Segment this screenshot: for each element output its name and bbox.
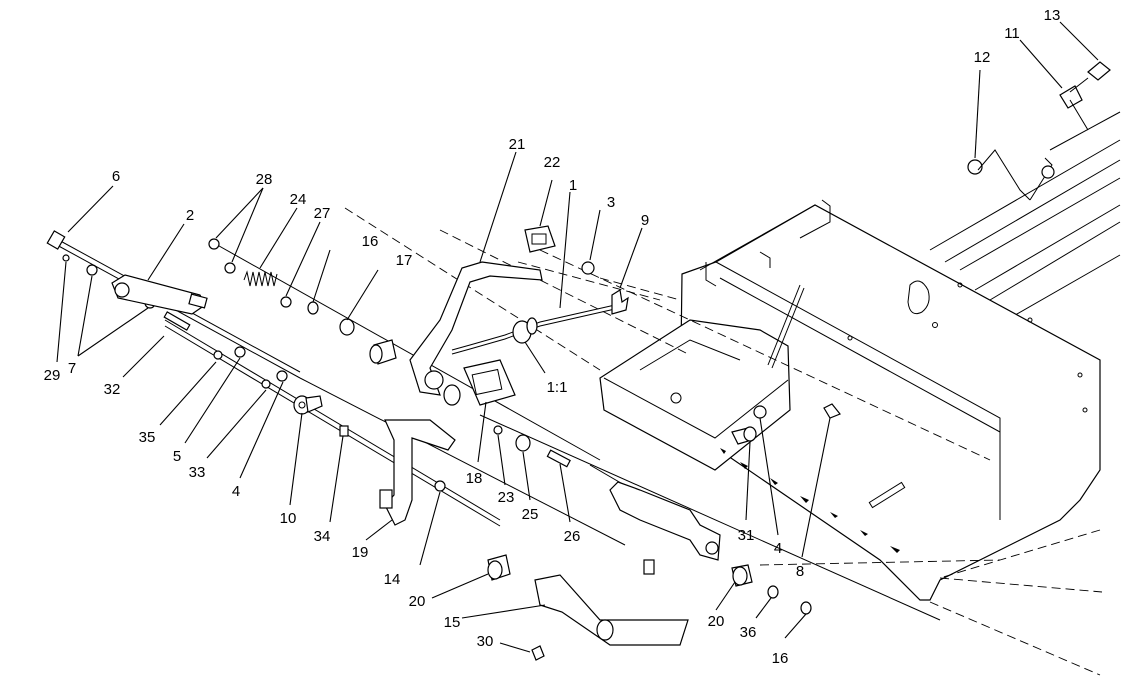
callout-1-1: 1:1	[547, 379, 568, 396]
callout-4-right: 4	[774, 540, 782, 557]
callout-24: 24	[290, 191, 307, 208]
callout-7: 7	[68, 360, 76, 377]
callout-1: 1	[569, 177, 577, 194]
parts	[46, 61, 1111, 661]
callout-28: 28	[256, 171, 273, 188]
callout-32: 32	[104, 381, 121, 398]
callout-29: 29	[44, 367, 61, 384]
callout-22: 22	[544, 154, 561, 171]
callout-19: 19	[352, 544, 369, 561]
callout-2: 2	[186, 207, 194, 224]
callout-6: 6	[112, 168, 120, 185]
callout-15: 15	[444, 614, 461, 631]
callout-9: 9	[641, 212, 649, 229]
callout-27: 27	[314, 205, 331, 222]
leader-lines	[56, 21, 1099, 653]
callout-16-bottom: 16	[772, 650, 789, 667]
callout-labels: 1 1:1 2 3 4 4 5 6 7 8 9 10 11 12 13 14 1…	[44, 7, 1061, 667]
callout-21: 21	[509, 136, 526, 153]
callout-31: 31	[738, 527, 755, 544]
callout-12: 12	[974, 49, 991, 66]
callout-20-left: 20	[409, 593, 426, 610]
reference-lines	[344, 207, 1103, 676]
callout-30: 30	[477, 633, 494, 650]
callout-3: 3	[607, 194, 615, 211]
callout-18: 18	[466, 470, 483, 487]
callout-5: 5	[173, 448, 181, 465]
callout-34: 34	[314, 528, 331, 545]
callout-36: 36	[740, 624, 757, 641]
callout-35: 35	[139, 429, 156, 446]
callout-16-top: 16	[362, 233, 379, 250]
callout-11: 11	[1004, 25, 1020, 42]
callout-10: 10	[280, 510, 297, 527]
callout-23: 23	[498, 489, 515, 506]
callout-25: 25	[522, 506, 539, 523]
callout-26: 26	[564, 528, 581, 545]
callout-13: 13	[1044, 7, 1061, 24]
callout-8: 8	[796, 563, 804, 580]
callout-17: 17	[396, 252, 413, 269]
callout-4-left: 4	[232, 483, 240, 500]
callout-33: 33	[189, 464, 206, 481]
callout-20-right: 20	[708, 613, 725, 630]
callout-14: 14	[384, 571, 401, 588]
